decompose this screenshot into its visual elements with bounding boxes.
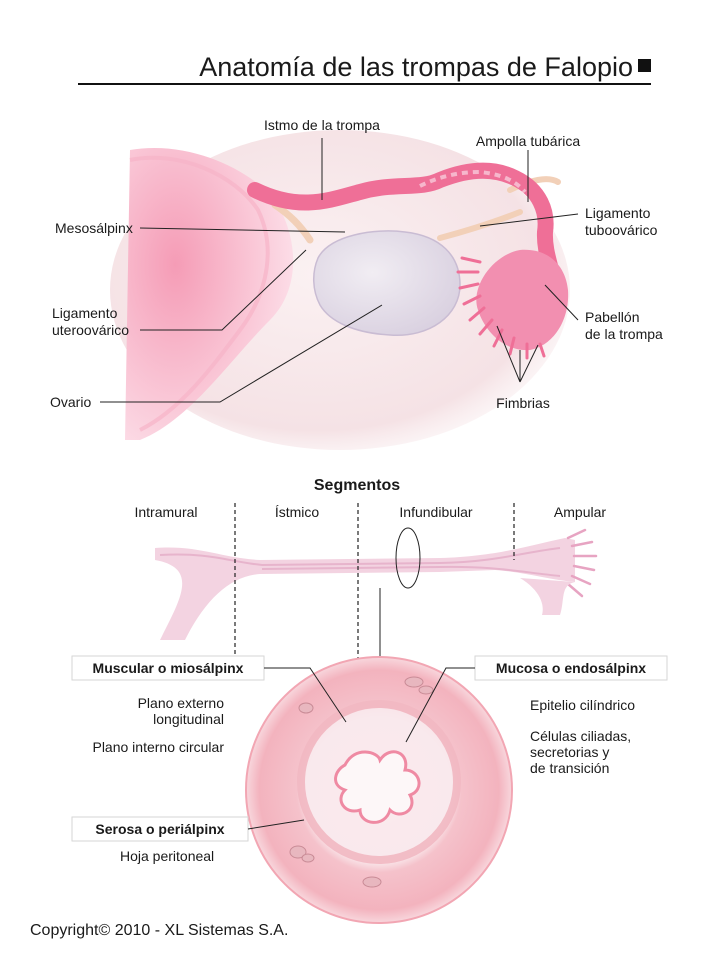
straightened-tube — [155, 530, 596, 640]
label-ligamento-uteroovarico-2: uteroovárico — [52, 322, 129, 338]
label-fimbrias: Fimbrias — [496, 395, 550, 411]
label-ampolla-tubarica: Ampolla tubárica — [476, 133, 580, 149]
label-ligamento-uteroovarico-1: Ligamento — [52, 305, 118, 321]
label-mesosalpinx: Mesosálpinx — [55, 220, 133, 236]
label-ligamento-tuboovarico-1: Ligamento — [585, 205, 651, 221]
label-muscular-miosalpinx: Muscular o miosálpinx — [93, 660, 244, 676]
label-celulas-2: secretorias y — [530, 744, 609, 760]
page-title: Anatomía de las trompas de Falopio — [199, 52, 633, 82]
cross-section — [246, 657, 512, 923]
ovary-shape — [314, 231, 460, 335]
label-plano-externo-2: longitudinal — [153, 711, 224, 727]
label-ligamento-tuboovarico-2: tuboovárico — [585, 222, 658, 238]
copyright-text: Copyright© 2010 - XL Sistemas S.A. — [30, 922, 288, 939]
label-hoja-peritoneal: Hoja peritoneal — [120, 848, 214, 864]
tube-outer-shape — [155, 538, 575, 640]
tube-ampulla-end — [520, 578, 575, 615]
section-marker-ellipse — [396, 528, 420, 588]
label-plano-interno: Plano interno circular — [92, 739, 224, 755]
label-celulas-1: Células ciliadas, — [530, 728, 631, 744]
label-istmo-de-la-trompa: Istmo de la trompa — [264, 117, 380, 133]
segment-dividers — [235, 503, 514, 660]
label-mucosa-endosalpinx: Mucosa o endosálpinx — [496, 660, 646, 676]
label-pabellon-2: de la trompa — [585, 326, 663, 342]
label-pabellon-1: Pabellón — [585, 309, 640, 325]
label-serosa-perialpinx: Serosa o periálpinx — [95, 821, 224, 837]
segment-ampular: Ampular — [554, 504, 606, 520]
label-celulas-3: de transición — [530, 760, 609, 776]
segment-intramural: Intramural — [134, 504, 197, 520]
title-square-marker — [638, 59, 651, 72]
segments-heading: Segmentos — [314, 477, 400, 494]
label-plano-externo-1: Plano externo — [138, 695, 225, 711]
label-ovario: Ovario — [50, 394, 91, 410]
segment-istmico: Ístmico — [275, 504, 320, 520]
label-epitelio-cilindrico: Epitelio cilíndrico — [530, 697, 635, 713]
segment-infundibular: Infundibular — [399, 504, 473, 520]
